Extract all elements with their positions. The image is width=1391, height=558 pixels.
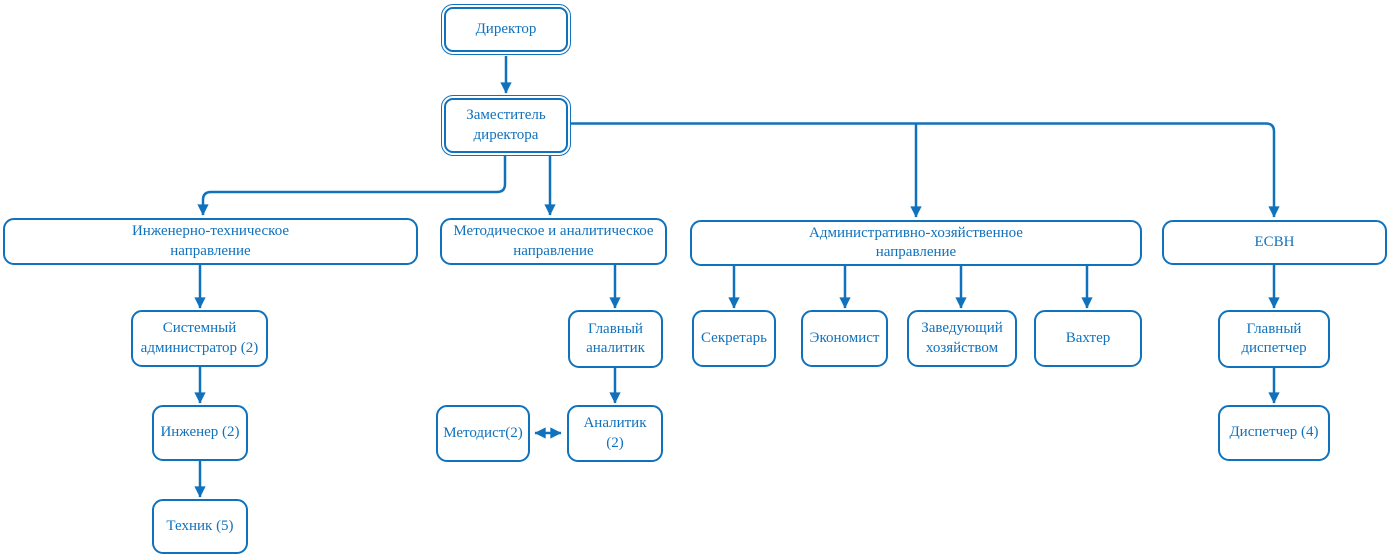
node-chief-analyst: Главный аналитик: [568, 310, 663, 368]
node-system-administrator: Системный администратор (2): [131, 310, 268, 367]
node-dispatcher: Диспетчер (4): [1218, 405, 1330, 461]
node-watchman: Вахтер: [1034, 310, 1142, 367]
node-deputy-director: Заместитель директора: [441, 95, 571, 156]
node-analyst: Аналитик (2): [567, 405, 663, 462]
node-engineer: Инженер (2): [152, 405, 248, 461]
node-administrative-direction: Административно-хозяйственное направлени…: [690, 220, 1142, 266]
node-economist: Экономист: [801, 310, 888, 367]
node-chief-dispatcher: Главный диспетчер: [1218, 310, 1330, 368]
node-engineering-direction: Инженерно-техническое направление: [3, 218, 418, 265]
node-technician: Техник (5): [152, 499, 248, 554]
node-secretary: Секретарь: [692, 310, 776, 367]
connector-deputy-esvn: [571, 122, 1280, 218]
node-esvn: ЕСВН: [1162, 220, 1387, 265]
node-facility-manager: Заведующий хозяйством: [907, 310, 1017, 367]
node-methodical-analytical-direction: Методическое и аналитическое направление: [440, 218, 667, 265]
connector-deputy-eng-direction: [197, 156, 507, 216]
node-methodist: Методист(2): [436, 405, 530, 462]
node-director: Директор: [441, 4, 571, 55]
